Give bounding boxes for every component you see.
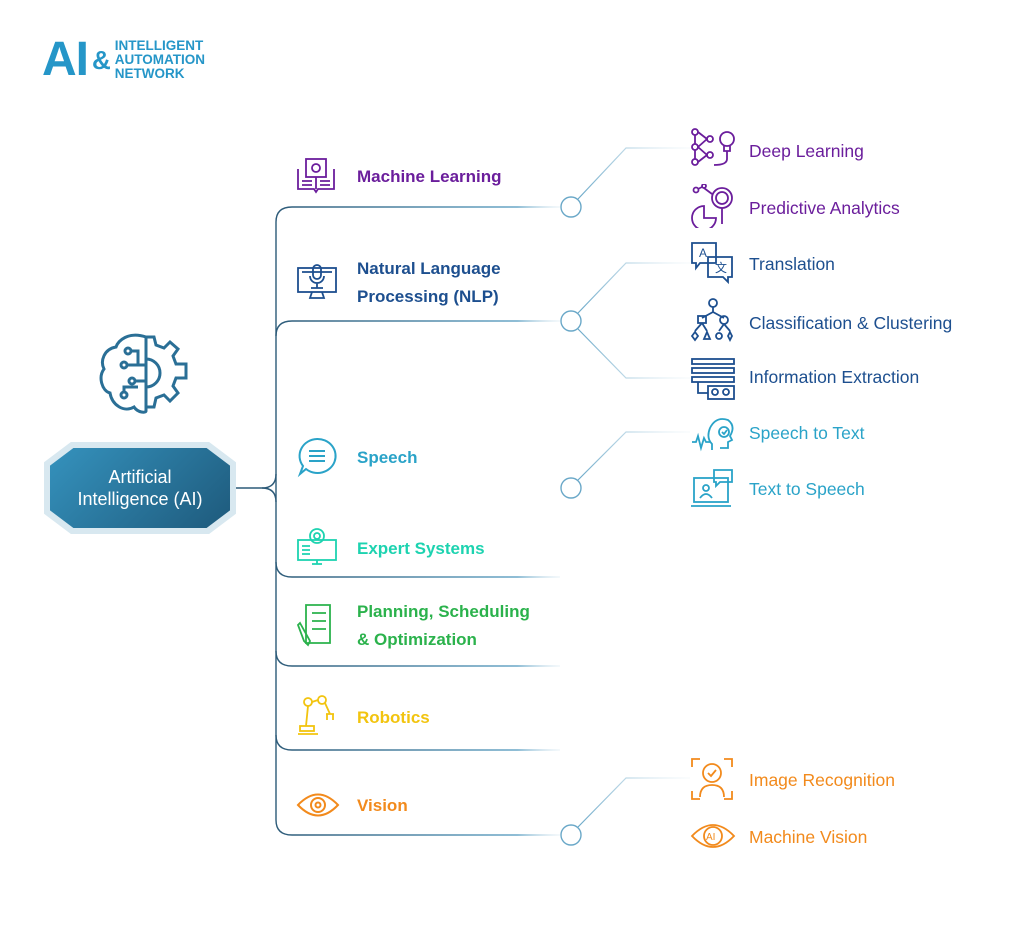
category-label: Speech (357, 448, 418, 467)
robot-arm-icon (298, 695, 334, 735)
subitem-predictive-analytics: Predictive Analytics (749, 198, 900, 218)
subitem-classification-clustering: Classification & Clustering (749, 313, 953, 333)
subitem-text-to-speech: Text to Speech (749, 479, 865, 499)
speech-bubble-icon (297, 437, 337, 478)
logo-amp: & (92, 44, 111, 75)
category-robotics: Robotics (357, 704, 430, 732)
logo: AI & INTELLIGENT AUTOMATION NETWORK (42, 36, 205, 84)
root-label-line2: Intelligence (AI) (77, 489, 203, 509)
voice-head-icon (692, 418, 734, 452)
logo-line1: INTELLIGENT (114, 38, 204, 53)
logo-line2: AUTOMATION (114, 52, 206, 67)
node-speech (560, 477, 582, 499)
monitor-gear-icon (297, 528, 337, 565)
checklist-pen-icon (296, 604, 331, 647)
eye-icon (296, 793, 340, 817)
subitem-deep-learning: Deep Learning (749, 141, 864, 161)
tree-shapes-icon (690, 298, 734, 343)
category-label: Robotics (357, 708, 430, 727)
category-label: Natural Language (357, 259, 501, 278)
category-planning: Planning, Scheduling & Optimization (357, 598, 530, 654)
category-machine-learning: Machine Learning (357, 163, 502, 191)
category-vision: Vision (357, 792, 408, 820)
subitem-image-recognition: Image Recognition (749, 770, 895, 790)
analytics-magnifier-icon (691, 184, 733, 228)
subitem-speech-to-text: Speech to Text (749, 423, 865, 443)
category-label: Machine Learning (357, 167, 502, 186)
category-label: Expert Systems (357, 539, 485, 558)
translate-icon: A 文 (691, 242, 733, 285)
category-label-line2: & Optimization (357, 630, 477, 649)
node-vision (560, 824, 582, 846)
svg-text:文: 文 (715, 260, 727, 275)
subitem-translation: Translation (749, 254, 835, 274)
monitor-microphone-icon (297, 264, 337, 299)
data-extraction-icon (691, 358, 735, 400)
book-chip-icon (297, 158, 335, 194)
category-speech: Speech (357, 444, 417, 472)
logo-line3: NETWORK (114, 66, 185, 81)
category-label: Vision (357, 796, 408, 815)
root-label-line1: Artificial (108, 467, 172, 487)
ai-eye-icon: AI (690, 824, 736, 848)
category-label: Planning, Scheduling (357, 602, 530, 621)
node-ml (560, 196, 582, 218)
svg-text:A: A (699, 246, 707, 260)
face-scan-icon (691, 758, 733, 800)
svg-text:AI: AI (706, 832, 715, 843)
category-expert-systems: Expert Systems (357, 535, 485, 563)
neural-network-bulb-icon (691, 128, 735, 166)
category-nlp: Natural Language Processing (NLP) (357, 255, 501, 311)
node-nlp (560, 310, 582, 332)
brain-gear-icon (99, 333, 188, 414)
root-node-artificial-intelligence: Artificial Intelligence (AI) (44, 442, 236, 534)
laptop-person-icon (691, 469, 733, 507)
subitem-machine-vision: Machine Vision (749, 827, 868, 847)
subitem-information-extraction: Information Extraction (749, 367, 920, 387)
category-label-line2: Processing (NLP) (357, 287, 499, 306)
logo-ai: AI (42, 33, 89, 86)
